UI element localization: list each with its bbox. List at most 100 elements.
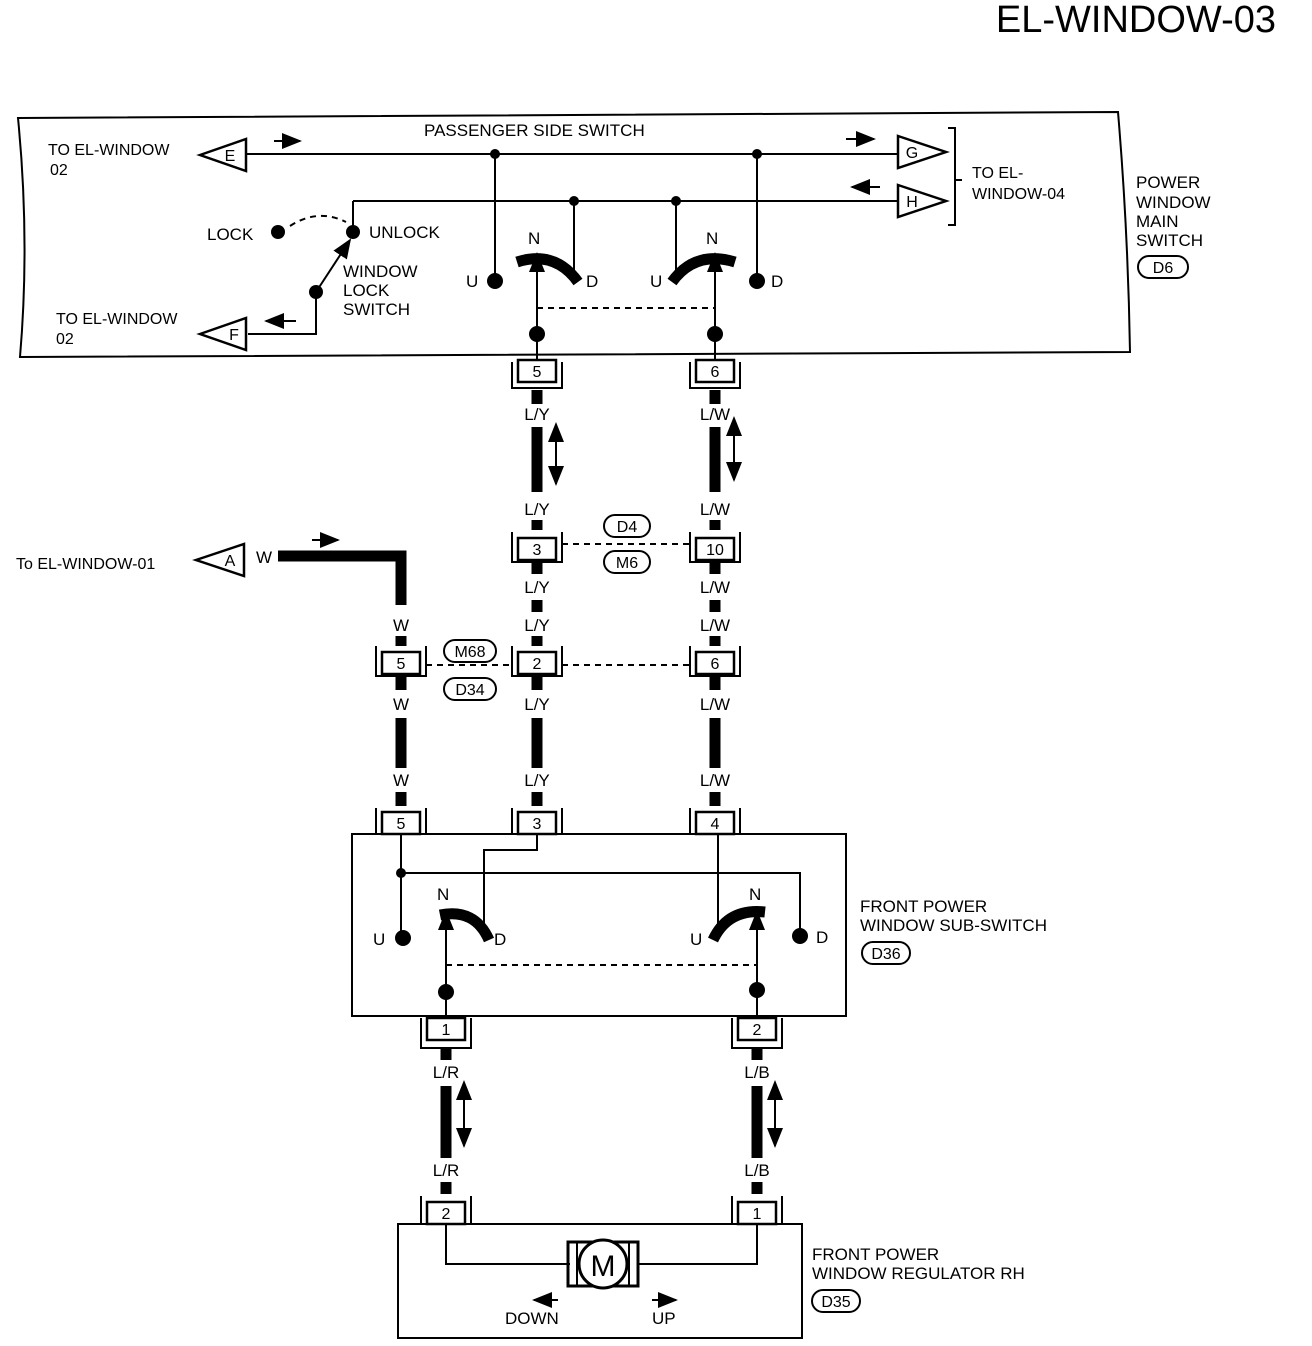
connector-f-label: F — [229, 327, 239, 344]
wire-label-lw: L/W — [700, 695, 730, 714]
sub-left-n: N — [437, 885, 449, 904]
wire-label-w: W — [393, 695, 409, 714]
wire-label-w: W — [256, 548, 272, 567]
svg-text:M6: M6 — [616, 555, 638, 572]
junction1-code-m6 — [603, 550, 651, 574]
regulator-name-line1: FRONT POWER — [812, 1245, 939, 1264]
wire-label-lr: L/R — [433, 1063, 459, 1082]
sub-right-u: U — [690, 930, 702, 949]
main-left-u: U — [466, 272, 478, 291]
connector-a-label: A — [225, 553, 236, 570]
lock-label: LOCK — [207, 225, 254, 244]
sub-right-n: N — [749, 885, 761, 904]
wire-label-lw: L/W — [700, 771, 730, 790]
connector-g — [896, 134, 950, 170]
wire-label-ly: L/Y — [524, 500, 550, 519]
svg-text:2: 2 — [533, 656, 542, 673]
svg-text:5: 5 — [533, 364, 542, 381]
connector-f — [196, 316, 248, 352]
sub-switch-code: D36 — [871, 946, 900, 963]
to-window01-label: To EL-WINDOW-01 — [16, 556, 155, 573]
connector-a — [192, 542, 246, 578]
wire-label-lw: L/W — [700, 578, 730, 597]
junction2-code-d34 — [443, 677, 497, 701]
main-switch-pin-6 — [694, 358, 736, 384]
bracket-window04 — [948, 127, 956, 226]
main-switch-name-line2: WINDOW — [1136, 193, 1211, 212]
wire-label-w: W — [393, 616, 409, 635]
main-left-d: D — [586, 272, 598, 291]
main-switch-code: D6 — [1153, 260, 1174, 277]
main-switch-pin-5 — [516, 358, 558, 384]
svg-text:D4: D4 — [617, 519, 638, 536]
wire-label-lw: L/W — [700, 500, 730, 519]
svg-text:3: 3 — [533, 542, 542, 559]
diagram-title: EL-WINDOW-03 — [996, 0, 1276, 41]
sub-left-d: D — [494, 930, 506, 949]
svg-text:1: 1 — [753, 1206, 762, 1223]
svg-text:M68: M68 — [454, 644, 485, 661]
connector-g-label: G — [906, 145, 918, 162]
wire-label-ly: L/Y — [524, 405, 550, 424]
lock-switch-lever — [315, 238, 352, 293]
sub-left-u: U — [373, 930, 385, 949]
main-right-n: N — [706, 229, 718, 248]
svg-text:2: 2 — [442, 1206, 451, 1223]
up-label: UP — [652, 1309, 676, 1328]
svg-text:6: 6 — [711, 364, 720, 381]
sub-switch-pin-2 — [736, 1016, 778, 1042]
svg-text:3: 3 — [533, 816, 542, 833]
down-label: DOWN — [505, 1309, 559, 1328]
junction1-code-d4 — [603, 514, 651, 538]
passenger-side-switch-label: PASSENGER SIDE SWITCH — [424, 121, 645, 140]
wire-label-ly: L/Y — [524, 695, 550, 714]
to-window02-lower-line2: 02 — [56, 331, 74, 348]
main-right-u: U — [650, 272, 662, 291]
main-switch-name-line1: POWER — [1136, 173, 1200, 192]
lock-switch-label-line1: WINDOW — [343, 262, 418, 281]
svg-text:2: 2 — [753, 1022, 762, 1039]
connector-h — [896, 183, 950, 219]
motor-label: M — [591, 1250, 616, 1283]
sub-switch-name-line2: WINDOW SUB-SWITCH — [860, 916, 1047, 935]
to-window04-line2: WINDOW-04 — [972, 186, 1065, 203]
junction2-pin-2 — [516, 650, 558, 676]
regulator-name-line2: WINDOW REGULATOR RH — [812, 1264, 1025, 1283]
main-left-n: N — [528, 229, 540, 248]
lock-switch-label-line2: LOCK — [343, 281, 390, 300]
sub-right-d: D — [816, 928, 828, 947]
junction2-code-m68 — [443, 639, 497, 663]
wire-label-lw: L/W — [700, 405, 730, 424]
to-window02-upper-line2: 02 — [50, 162, 68, 179]
sub-switch-code-badge — [861, 941, 911, 965]
junction2-pin-6 — [694, 650, 736, 676]
junction2-pin-5 — [380, 650, 422, 676]
svg-text:10: 10 — [706, 542, 724, 559]
svg-text:5: 5 — [397, 656, 406, 673]
to-window04-line1: TO EL- — [972, 165, 1023, 182]
svg-text:4: 4 — [711, 816, 720, 833]
lock-switch-label-line3: SWITCH — [343, 300, 410, 319]
svg-text:5: 5 — [397, 816, 406, 833]
main-switch-name-line4: SWITCH — [1136, 231, 1203, 250]
main-switch-outline — [16, 110, 1132, 359]
svg-text:6: 6 — [711, 656, 720, 673]
regulator-code: D35 — [821, 1294, 850, 1311]
sub-switch-pin-4 — [694, 810, 736, 836]
sub-switch-name-line1: FRONT POWER — [860, 897, 987, 916]
connector-h-label: H — [906, 194, 918, 211]
wire-label-ly: L/Y — [524, 771, 550, 790]
motor-icon — [577, 1238, 629, 1290]
main-switch-name-line3: MAIN — [1136, 212, 1179, 231]
wire-label-w: W — [393, 771, 409, 790]
wire-label-ly: L/Y — [524, 616, 550, 635]
regulator-code-badge — [811, 1289, 861, 1313]
to-window02-lower-line1: TO EL-WINDOW — [56, 311, 178, 328]
unlock-label: UNLOCK — [369, 223, 441, 242]
sub-switch-pin-1 — [425, 1016, 467, 1042]
wire-label-lb: L/B — [744, 1063, 770, 1082]
main-right-d: D — [771, 272, 783, 291]
wire-label-lr: L/R — [433, 1161, 459, 1180]
sub-switch-outline — [351, 833, 847, 1017]
